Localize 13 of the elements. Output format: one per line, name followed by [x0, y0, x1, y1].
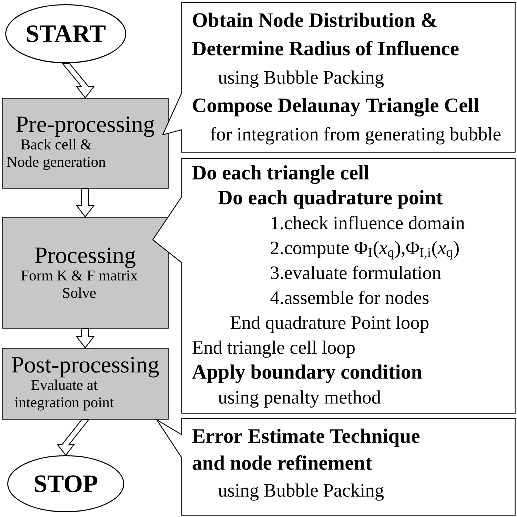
callout-box: Obtain Node Distribution & Determine Radius of Influence using Bubble Packing Compose Delaunay Triangle Cell for integration from generating bubble	[162, 2, 516, 153]
terminal-oval: STOP	[8, 456, 124, 512]
hollow-arrow	[76, 328, 95, 349]
process-box: Processing Form K & F matrix Solve	[2, 217, 169, 329]
node-label: Compose Delaunay Triangle Cell	[193, 98, 480, 117]
callout-box: Error Estimate Technique and node refinement using Bubble Packing	[156, 418, 516, 516]
node-label: Obtain Node Distribution & Determine Radius of Influence	[192, 12, 459, 56]
process-box: Pre-processing Back cell & Node generation	[2, 98, 169, 189]
node-label: using Bubble Packing	[218, 70, 384, 88]
hollow-arrow	[76, 188, 95, 218]
process-box: Post-processing Evaluate at integration point	[2, 348, 169, 420]
node-label: for integration from generating bubble	[210, 127, 501, 145]
terminal-oval: START	[6, 4, 126, 64]
